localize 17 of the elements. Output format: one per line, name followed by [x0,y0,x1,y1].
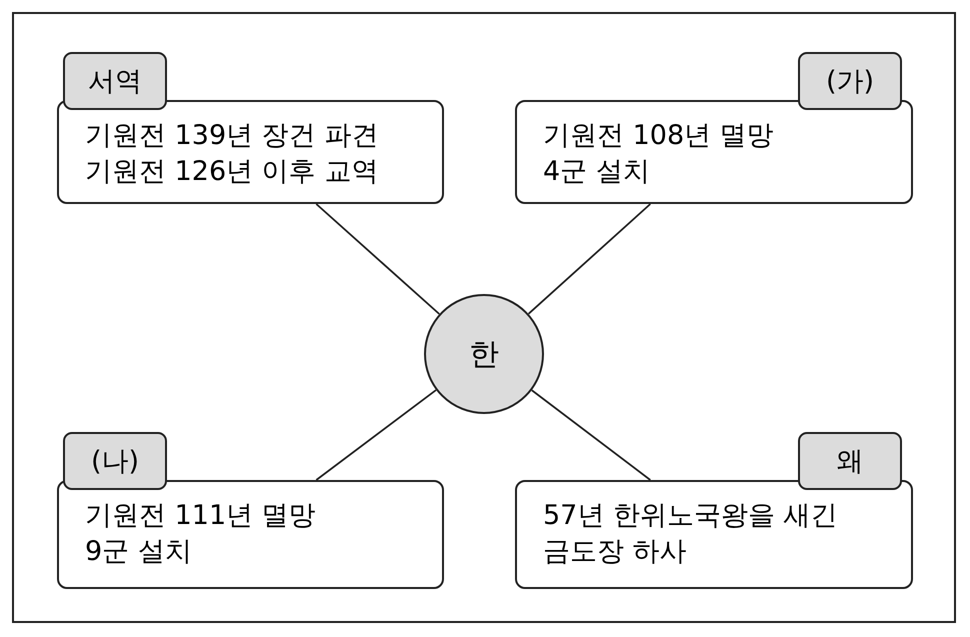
connector-line [316,203,440,315]
tab-label: 서역 [63,52,167,110]
connector-line [528,203,651,314]
box-text: 기원전 108년 멸망 [543,119,775,153]
box-text: 기원전 111년 멸망 [85,499,317,533]
box-text: 4군 설치 [543,155,651,189]
box-text: 57년 한위노국왕을 새긴 [543,499,839,533]
box-text: 금도장 하사 [543,535,688,569]
center-circle: 한 [424,294,544,414]
box-text: 기원전 139년 장건 파견 [85,119,380,153]
connector-line [316,389,437,481]
connector-line [531,390,651,481]
tab-label: (가) [798,52,902,110]
tab-label: 왜 [798,432,902,490]
box-text: 9군 설치 [85,535,193,569]
box-text: 기원전 126년 이후 교역 [85,155,380,189]
tab-label: (나) [63,432,167,490]
